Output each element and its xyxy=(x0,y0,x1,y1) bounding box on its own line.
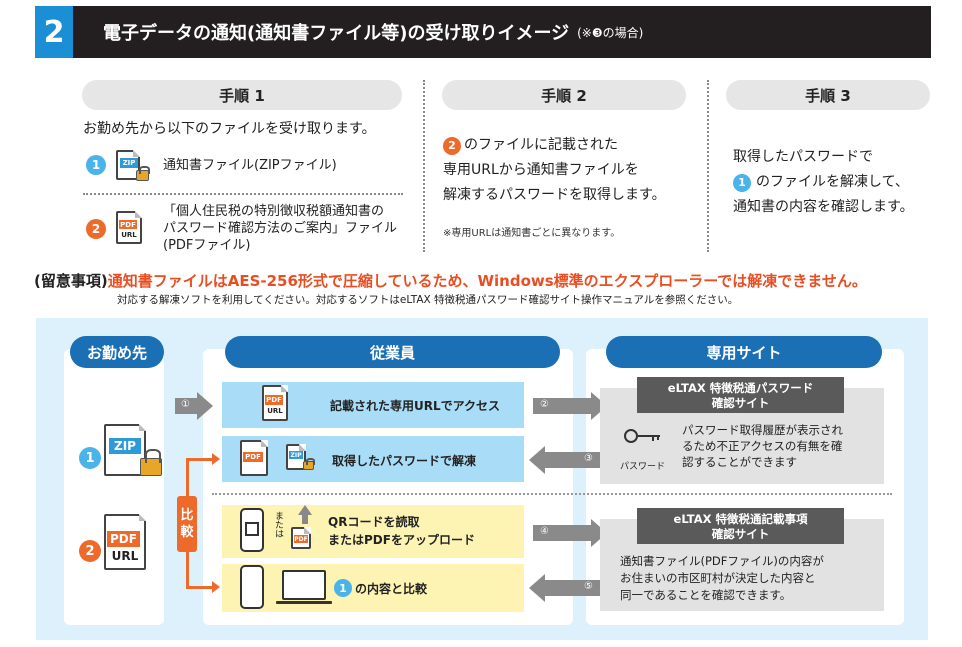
step-1-pill: 手順 1 xyxy=(82,80,402,110)
arrow-shaft xyxy=(175,398,197,414)
compare-label: 比 較 xyxy=(177,496,197,552)
key-label: パスワード xyxy=(620,462,666,472)
arrow-number: ① xyxy=(181,399,190,410)
smartphone-icon xyxy=(240,565,264,609)
step-3-pill: 手順 3 xyxy=(726,80,930,110)
arrow-head xyxy=(212,453,220,465)
step2-note: ※専用URLは通知書ごとに異なります。 xyxy=(443,228,621,239)
arrow-head xyxy=(212,581,220,593)
upload-pdf-icon: PDF xyxy=(289,505,317,550)
pdf-url-file-icon: PDF URL xyxy=(116,211,146,247)
content-site-title: eLTAX 特徴税通記載事項 確認サイト xyxy=(637,508,844,544)
row-access-url-label: 記載された専用URLでアクセス xyxy=(330,399,501,413)
password-site-title: eLTAX 特徴税通パスワード 確認サイト xyxy=(637,377,844,413)
password-site-desc: パスワード取得履歴が表示され るため不正アクセスの有無を確 認することができます xyxy=(682,423,843,469)
smartphone-qr-icon xyxy=(240,508,264,552)
arrow-head xyxy=(197,392,213,420)
row-unzip-label: 取得したパスワードで解凍 xyxy=(332,454,477,468)
number-badge: 2 xyxy=(86,219,106,239)
number-badge: 2 xyxy=(79,540,101,562)
column-header-employee: 従業員 xyxy=(225,336,560,368)
column-employer xyxy=(64,349,164,625)
key-icon xyxy=(624,427,664,447)
arrow-number: ③ xyxy=(584,453,593,464)
section-title: 電子データの通知(通知書ファイル等)の受け取りイメージ xyxy=(103,23,570,44)
compare-bracket xyxy=(186,458,212,461)
number-badge: 1 xyxy=(733,173,751,192)
step-divider xyxy=(707,80,709,252)
compare-bracket xyxy=(186,586,212,589)
arrow-number: ④ xyxy=(540,526,549,537)
arrow-shaft xyxy=(533,525,591,541)
step-divider xyxy=(423,80,425,252)
column-header-employer: お勤め先 xyxy=(70,336,164,368)
number-badge: 1 xyxy=(86,155,106,175)
step2-text: 2 のファイルに記載された 専用URLから通知書ファイルを 解凍するパスワードを… xyxy=(443,136,666,203)
laptop-icon xyxy=(282,570,326,600)
section-number: 2 xyxy=(35,6,73,58)
arrow-shaft xyxy=(533,398,591,414)
caution-sub: 対応する解凍ソフトを利用してください。対応するソフトはeLTAX 特徴税通パスワ… xyxy=(117,294,739,306)
step-2-pill: 手順 2 xyxy=(442,80,686,110)
step3-text: 取得したパスワードで 1 のファイルを解凍して、 通知書の内容を確認します。 xyxy=(733,149,914,215)
row-compare-label: の内容と比較 xyxy=(355,582,428,596)
pdf-url-file-icon: PDF URL xyxy=(262,385,290,423)
step1-intro: お勤め先から以下のファイルを受け取ります。 xyxy=(83,121,376,137)
pdf-file-icon: PDF xyxy=(240,440,270,478)
content-site-desc: 通知書ファイル(PDFファイル)の内容が お住まいの市区町村が決定した内容と 同… xyxy=(620,554,824,602)
row-unzip xyxy=(222,436,524,482)
step1-item2-text: 「個人住民税の特別徴収税額通知書の パスワード確認方法のご案内」ファイル (PD… xyxy=(163,204,398,253)
arrow-head xyxy=(529,574,545,602)
section-header: 電子データの通知(通知書ファイル等)の受け取りイメージ (※❸の場合) xyxy=(73,6,931,58)
arrow-shaft xyxy=(545,580,603,596)
column-header-site: 専用サイト xyxy=(606,336,882,368)
arrow-number: ② xyxy=(540,399,549,410)
number-badge: 1 xyxy=(334,579,352,597)
section-subtitle: (※❸の場合) xyxy=(577,25,644,40)
section-divider xyxy=(212,493,892,495)
number-badge: 2 xyxy=(443,136,461,155)
item-divider xyxy=(83,193,403,195)
step1-item1-text: 通知書ファイル(ZIPファイル) xyxy=(163,158,337,173)
or-label: または xyxy=(273,511,283,538)
caution-line: (留意事項)通知書ファイルはAES-256形式で圧縮しているため、Windows… xyxy=(34,272,867,290)
zip-file-icon: ZIP xyxy=(286,444,320,474)
arrow-shaft xyxy=(545,452,603,468)
arrow-head xyxy=(529,446,545,474)
row-qr-upload xyxy=(222,505,524,558)
row-qr-upload-label: QRコードを読取 またはPDFをアップロード xyxy=(328,515,475,547)
zip-file-icon: ZIP xyxy=(116,150,154,184)
row-compare xyxy=(222,564,524,612)
zip-file-icon: ZIP xyxy=(104,424,164,484)
arrow-number: ⑤ xyxy=(584,581,593,592)
pdf-url-file-icon: PDF URL xyxy=(104,514,154,574)
laptop-base xyxy=(276,601,332,604)
number-badge: 1 xyxy=(79,447,101,469)
